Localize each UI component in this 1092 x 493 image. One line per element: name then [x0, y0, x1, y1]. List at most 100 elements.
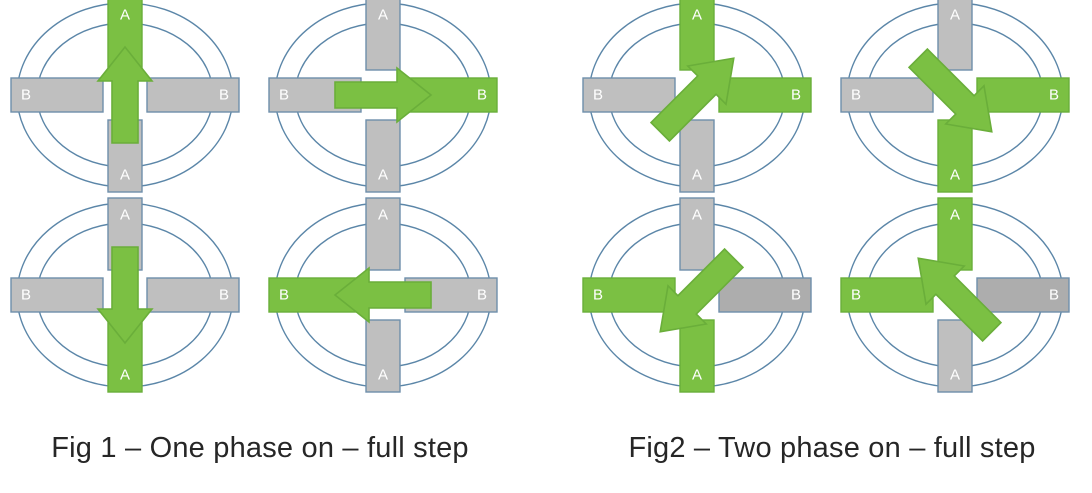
caption-fig2: Fig2 – Two phase on – full step	[628, 432, 1036, 464]
motor-cross-section: A A B B	[268, 197, 498, 393]
pole-top-label: A	[950, 7, 960, 24]
pole-bottom: A	[937, 119, 973, 193]
arrow-up-right-icon	[649, 57, 735, 143]
pole-top-body	[365, 197, 401, 271]
pole-top: A	[365, 0, 401, 71]
arrow-down-left-icon	[659, 247, 745, 333]
pole-right-body	[976, 77, 1070, 113]
motor-cross-section: A A B B	[10, 197, 240, 393]
pole-left: B	[10, 77, 104, 113]
pole-top: A	[679, 197, 715, 271]
pole-right: B	[146, 77, 240, 113]
pole-right: B	[976, 77, 1070, 113]
pole-bottom: A	[679, 319, 715, 393]
arrow-down-right-icon	[907, 47, 993, 133]
pole-left-label: B	[593, 287, 603, 304]
pole-left-label: B	[21, 87, 31, 104]
pole-left-body	[582, 277, 676, 313]
panel-fig2-panel-1: A A B B	[572, 0, 822, 195]
pole-right-label: B	[1049, 87, 1059, 104]
motor-cross-section: AA B B	[582, 197, 812, 393]
pole-top: A	[365, 197, 401, 271]
pole-top-body	[937, 0, 973, 71]
pole-right: B	[146, 277, 240, 313]
pole-bottom-body	[937, 319, 973, 393]
caption-fig1: Fig 1 – One phase on – full step	[51, 432, 469, 464]
pole-bottom-label: A	[692, 167, 702, 184]
panel-fig2-panel-2: A A B B	[830, 0, 1080, 195]
pole-right-label: B	[477, 87, 487, 104]
motor-cross-section: A A B B	[10, 0, 240, 193]
pole-bottom-label: A	[120, 367, 130, 384]
pole-right-label: B	[791, 87, 801, 104]
pole-left-label: B	[851, 87, 861, 104]
pole-left: B	[582, 277, 676, 313]
pole-right-label: B	[219, 87, 229, 104]
rotor-flux-arrow	[96, 45, 154, 144]
rotor-flux-arrow	[96, 246, 154, 345]
pole-bottom-label: A	[950, 167, 960, 184]
pole-left-body	[10, 77, 104, 113]
pole-right-label: B	[477, 287, 487, 304]
pole-left-label: B	[21, 287, 31, 304]
pole-left-body	[10, 277, 104, 313]
pole-bottom-label: A	[950, 367, 960, 384]
panel-fig1-panel-4: A A B B	[258, 197, 508, 395]
pole-left-label: B	[279, 287, 289, 304]
pole-right-body	[146, 277, 240, 313]
pole-top: A	[679, 0, 715, 71]
pole-bottom-body	[365, 319, 401, 393]
pole-left: B	[840, 277, 934, 313]
pole-bottom-label: A	[120, 167, 130, 184]
motor-cross-section: A A B B	[840, 0, 1070, 193]
figure-group-fig1: A A B B A A B B A A B B A A B B	[0, 0, 520, 400]
pole-left: B	[840, 77, 934, 113]
pole-bottom: A	[365, 319, 401, 393]
motor-cross-section: A A B B	[582, 0, 812, 193]
pole-top-label: A	[378, 207, 388, 224]
pole-right-label: B	[1049, 287, 1059, 304]
pole-right-body	[146, 77, 240, 113]
pole-right-label: B	[791, 287, 801, 304]
rotor-flux-arrow	[649, 57, 735, 143]
panel-fig1-panel-1: A A B B	[0, 0, 250, 195]
pole-top-body	[679, 197, 715, 271]
motor-cross-section: A A B B	[840, 197, 1070, 393]
pole-right: B	[718, 277, 812, 313]
pole-top-body	[937, 197, 973, 271]
pole-left-label: B	[279, 87, 289, 104]
arrow-up-icon	[96, 45, 154, 144]
pole-bottom: A	[937, 319, 973, 393]
arrow-up-left-icon	[917, 257, 1003, 343]
pole-left-label: B	[593, 87, 603, 104]
pole-right-label: B	[219, 287, 229, 304]
pole-top-label: A	[120, 207, 130, 224]
pole-left: B	[10, 277, 104, 313]
pole-top: A	[937, 197, 973, 271]
panel-fig2-panel-4: A A B B	[830, 197, 1080, 395]
pole-left-body	[582, 77, 676, 113]
pole-top-body	[365, 0, 401, 71]
panel-fig1-panel-3: A A B B	[0, 197, 250, 395]
rotor-flux-arrow	[333, 266, 432, 324]
pole-left-body	[840, 277, 934, 313]
pole-right: B	[718, 77, 812, 113]
pole-top-label: A	[378, 7, 388, 24]
pole-top-label: A	[120, 7, 130, 24]
pole-bottom-body	[679, 319, 715, 393]
pole-bottom-label: A	[378, 167, 388, 184]
pole-left-label: B	[851, 287, 861, 304]
pole-top-label: A	[692, 7, 702, 24]
rotor-flux-arrow	[907, 47, 993, 133]
pole-right-body	[976, 277, 1070, 313]
arrow-left-icon	[333, 266, 432, 324]
pole-bottom: A	[679, 119, 715, 193]
pole-bottom-body	[365, 119, 401, 193]
pole-left: B	[582, 77, 676, 113]
pole-bottom-body	[937, 119, 973, 193]
pole-bottom-label: A	[378, 367, 388, 384]
pole-bottom: A	[365, 119, 401, 193]
